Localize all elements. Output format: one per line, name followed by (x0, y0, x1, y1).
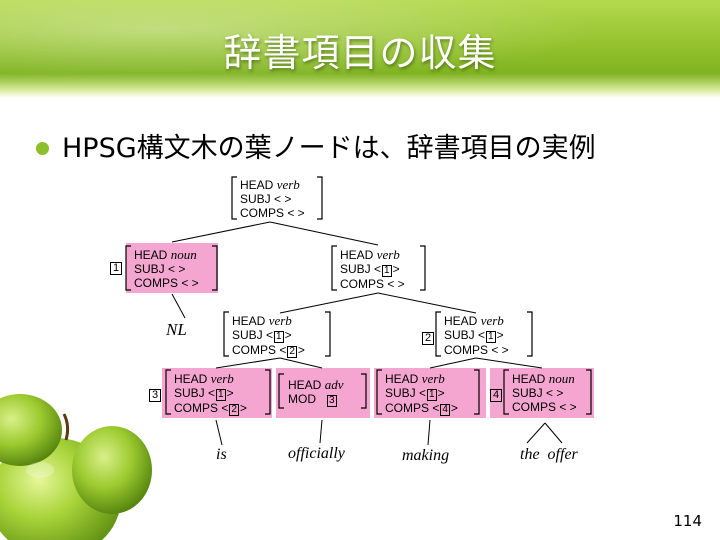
green-apples-image (0, 394, 152, 540)
word-nl: NL (166, 320, 187, 339)
title-banner-glow (0, 0, 720, 98)
avm-vp-top: HEAD verb SUBJ <1> COMPS < > (340, 247, 405, 292)
slide-title: 辞書項目の収集 (223, 31, 497, 75)
highlight-making (374, 368, 486, 418)
word-the-offer: the offer (520, 446, 578, 463)
bullet-icon (36, 142, 49, 155)
word-making: making (402, 447, 450, 464)
avm-np: HEAD noun SUBJ < > COMPS < > (134, 247, 199, 291)
title-banner (0, 0, 720, 98)
bullet-text: HPSG構文木の葉ノードは、辞書項目の実例 (62, 133, 596, 164)
word-officially: officially (288, 445, 345, 462)
highlight-offer (490, 368, 594, 418)
avm-brackets (125, 176, 592, 415)
tag-4-offer: 4 (490, 389, 503, 402)
tag-1-np: 1 (110, 262, 123, 275)
avm-adv: HEAD adv MOD 3 (288, 377, 344, 407)
page-number: 114 (673, 512, 702, 530)
avm-vp-mid: HEAD verb SUBJ <1> COMPS <2> (232, 313, 305, 358)
tree-branches (171, 221, 563, 446)
tag-3-is: 3 (149, 389, 162, 402)
tag-2-vp: 2 (422, 332, 435, 345)
highlight-adv (276, 368, 370, 418)
avm-root: HEAD verb SUBJ < > COMPS < > (240, 177, 305, 221)
avm-vp-right: HEAD verb SUBJ <1> COMPS < > (444, 313, 509, 358)
word-is: is (216, 446, 227, 463)
avm-offer: HEAD noun SUBJ < > COMPS < > (512, 371, 577, 415)
avm-is: HEAD verb SUBJ <1> COMPS <2> (174, 371, 247, 416)
avm-making: HEAD verb SUBJ <1> COMPS <4> (385, 371, 458, 416)
highlight-np (126, 243, 218, 293)
highlight-is (162, 368, 272, 418)
